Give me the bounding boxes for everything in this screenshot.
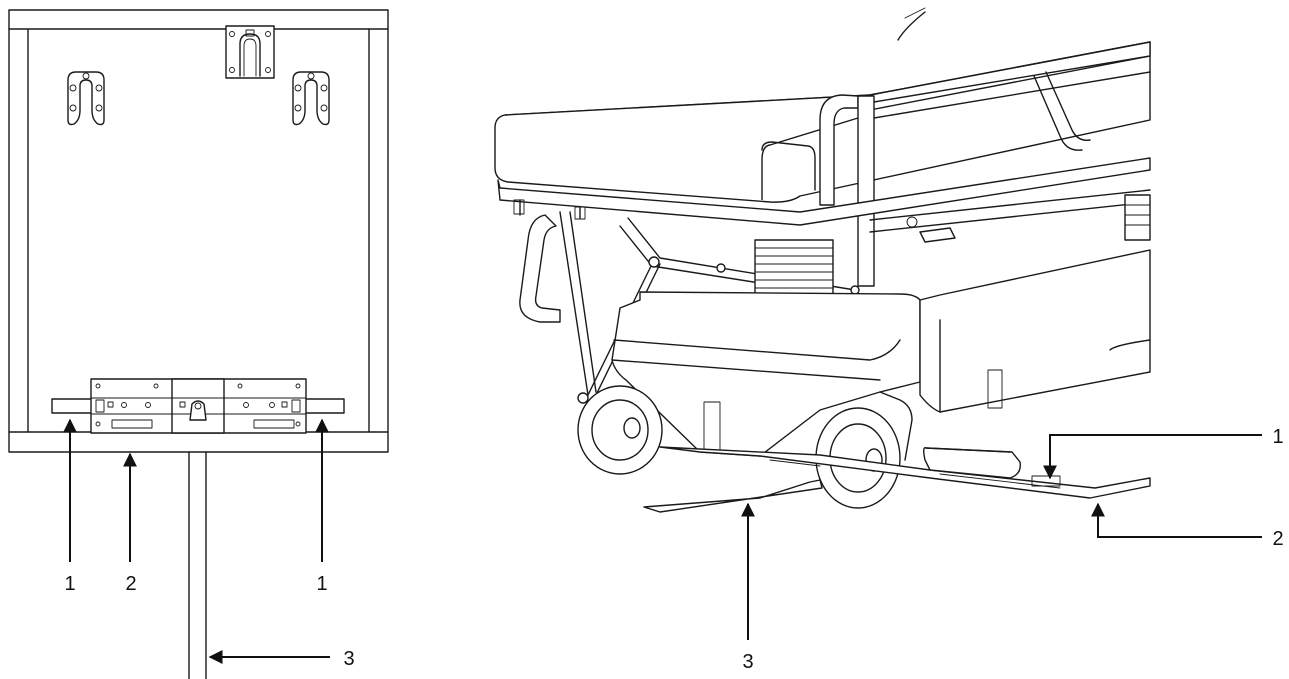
callout-label: 3: [742, 651, 753, 673]
caster-wheel-right: [815, 391, 913, 509]
side-rail: [819, 55, 1151, 287]
callout-left-3: 3: [208, 648, 355, 670]
callout-right-3: 3: [741, 502, 755, 673]
callout-label: 1: [1272, 426, 1283, 448]
floor-plate: [643, 446, 1151, 513]
callout-label: 2: [1272, 528, 1283, 550]
caster-wheel-left: [577, 385, 663, 475]
callout-label: 3: [343, 648, 354, 670]
wall-hook-right: [292, 71, 330, 126]
stretcher-frame: [497, 157, 1151, 243]
callout-label: 2: [125, 573, 136, 595]
right-view: 1 2 3: [494, 7, 1284, 673]
floor-bracket: [51, 378, 345, 434]
base-housing: [611, 249, 1151, 457]
head-handle: [519, 211, 860, 404]
callout-left-2: 2: [123, 452, 137, 595]
callout-label: 1: [64, 573, 75, 595]
wall-hook-left: [67, 71, 105, 126]
wall-panel-outline: [8, 9, 389, 453]
callout-right-2: 2: [1091, 502, 1284, 550]
support-post: [188, 451, 207, 679]
left-view: 1 2 1 3: [8, 9, 389, 679]
wall-hook-top: [225, 25, 275, 79]
callout-left-1a: 1: [63, 418, 77, 595]
callout-left-1b: 1: [315, 418, 329, 595]
callout-label: 1: [316, 573, 327, 595]
callout-right-1: 1: [1043, 426, 1284, 480]
